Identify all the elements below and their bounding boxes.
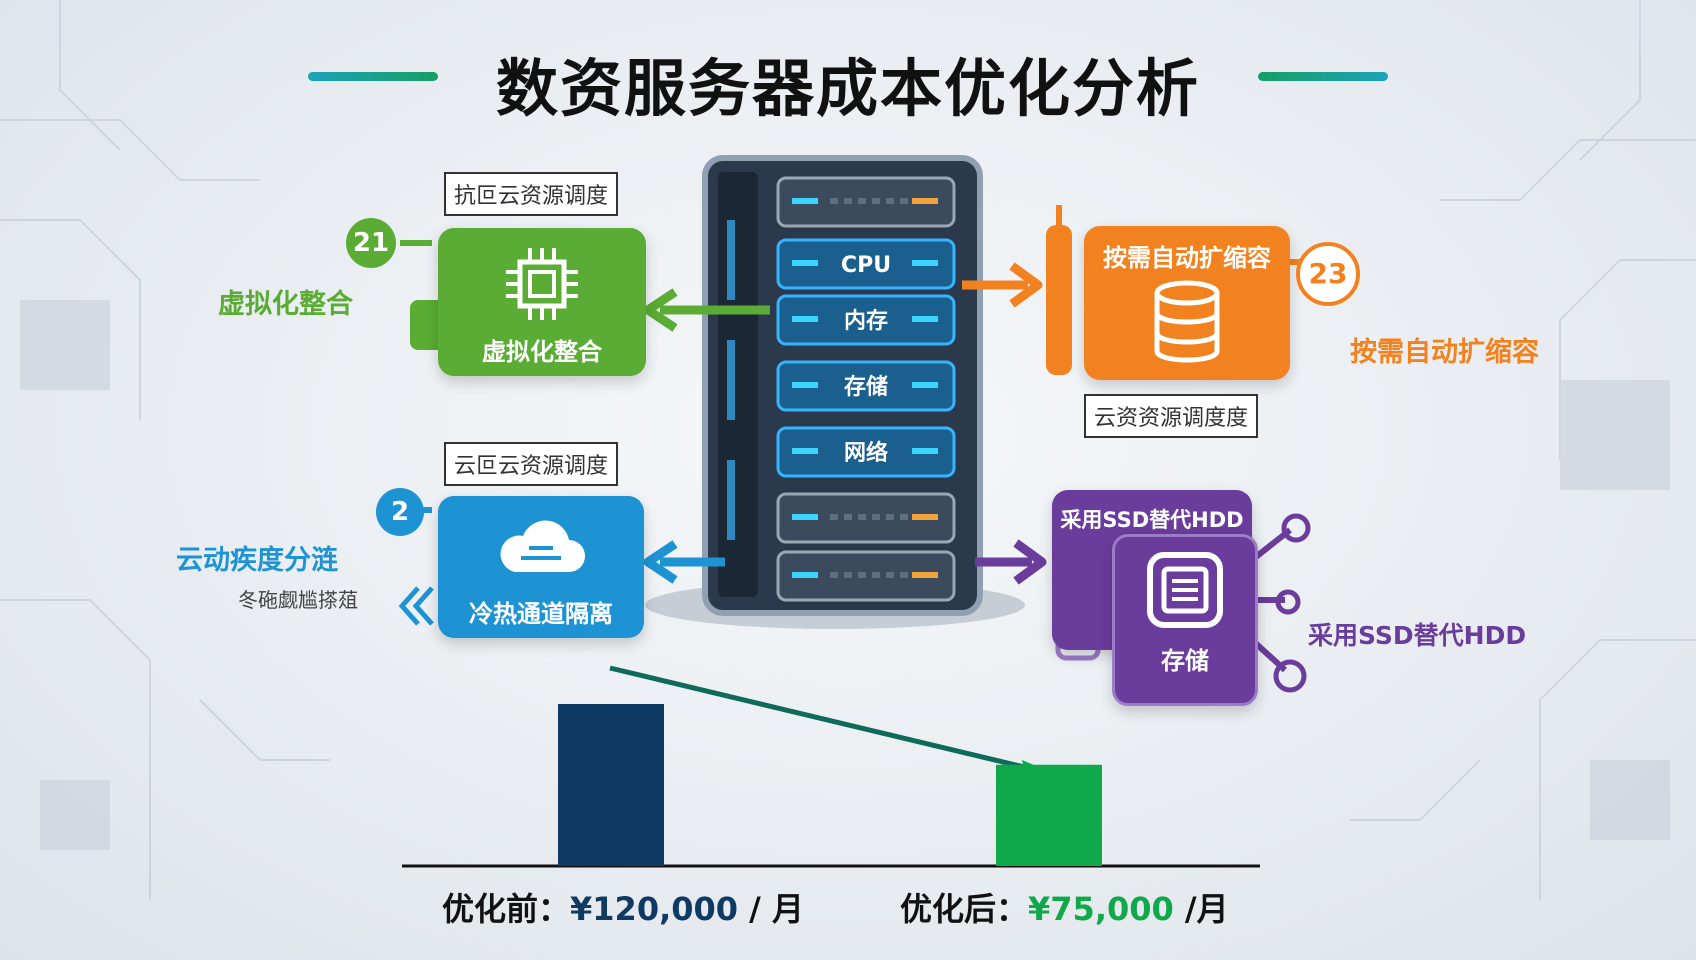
top-right-card-title: 按需自动扩缩容: [1103, 244, 1271, 272]
drive-bay-vent: [886, 198, 894, 204]
slot-led: [912, 572, 938, 578]
slot-led: [792, 572, 818, 578]
cost-after-prefix: 优化后：: [900, 890, 1029, 928]
drive-bay-vent: [900, 572, 908, 578]
drive-bay-vent: [830, 198, 838, 204]
bottom-right-card-label: 存储: [1161, 647, 1209, 675]
top-left-badge: 21: [346, 218, 396, 268]
slot-led: [792, 316, 818, 322]
slot-led: [912, 448, 938, 454]
slot-led: [912, 514, 938, 520]
bottom-left-tag: 云叵云资源调度: [444, 442, 619, 486]
top-left-side-label: 虚拟化整合: [218, 289, 353, 320]
cost-before-prefix: 优化前：: [442, 890, 571, 928]
slot-led: [912, 198, 938, 204]
drive-bay-vent: [886, 514, 894, 520]
top-left-tag: 抗叵云资源调度: [444, 172, 619, 216]
purple-node-icon-1: [1281, 513, 1311, 543]
server-slot-label: CPU: [841, 253, 891, 278]
server-slot-2: [776, 294, 956, 346]
drive-bay-vent: [872, 514, 880, 520]
drive-bay-vent: [844, 198, 852, 204]
cost-label-after: 优化后：¥75,000 /月: [900, 884, 1229, 930]
slot-led: [792, 382, 818, 388]
bottom-right-side-label: 采用SSD替代HDD: [1308, 621, 1527, 650]
database-icon: [1154, 280, 1220, 363]
top-right-tag: 云资资源调度度: [1084, 394, 1259, 438]
drive-bay-vent: [872, 572, 880, 578]
slot-led: [792, 514, 818, 520]
server-slot-4: [776, 426, 956, 478]
bottom-left-side-label: 云动疾度分涟: [176, 545, 338, 576]
top-right-side-label: 按需自动扩缩容: [1350, 337, 1539, 368]
ssd-chip-icon: [1147, 552, 1223, 628]
purple-node-icon-2: [1275, 589, 1301, 615]
drive-bay-vent: [886, 572, 894, 578]
trend-arrow: [609, 665, 1046, 775]
slot-led: [792, 198, 818, 204]
bottom-left-card-label: 冷热通道隔离: [469, 600, 613, 628]
slot-led: [912, 316, 938, 322]
page-title: 数资服务器成本优化分析: [495, 52, 1200, 125]
top-left-card-label: 虚拟化整合: [482, 338, 602, 366]
drive-bay-vent: [844, 572, 852, 578]
bar-before: [558, 704, 664, 866]
server-slot-1: [776, 238, 956, 290]
drive-bay-vent: [900, 514, 908, 520]
server-slot-label: 网络: [844, 440, 888, 466]
top-right-badge: 23: [1296, 242, 1360, 306]
bottom-right-card-title: 采用SSD替代HDD: [1060, 508, 1244, 532]
title-line-right: [1258, 72, 1388, 81]
server-slot-3: [776, 360, 956, 412]
slot-led: [912, 260, 938, 266]
cost-before-suffix: / 月: [738, 890, 805, 928]
purple-node-icon-3: [1273, 659, 1307, 693]
cloud-icon: [500, 520, 585, 572]
drive-bay-vent: [844, 514, 852, 520]
cpu-chip-icon: [506, 248, 578, 320]
chevron-left-icon: [398, 586, 434, 626]
bottom-left-side-sub: 冬砤觑尴搽葅: [238, 588, 358, 612]
drive-bay-vent: [858, 572, 866, 578]
server-slot-label: 内存: [844, 308, 888, 334]
drive-bay-vent: [900, 198, 908, 204]
cost-label-before: 优化前：¥120,000 / 月: [442, 884, 804, 930]
top-right-card: 按需自动扩缩容: [1084, 226, 1290, 380]
cost-after-suffix: /月: [1173, 890, 1229, 928]
bottom-left-card: 冷热通道隔离: [438, 496, 644, 638]
drive-bay-vent: [858, 198, 866, 204]
cost-before-amount: ¥120,000: [570, 890, 739, 928]
server-slot-label: 存储: [844, 374, 888, 400]
drive-bay-vent: [858, 514, 866, 520]
slot-led: [912, 382, 938, 388]
top-left-card: 虚拟化整合: [438, 228, 646, 376]
bottom-left-badge: 2: [376, 488, 424, 536]
drive-bay-vent: [830, 572, 838, 578]
bottom-right-card-front: 存储: [1112, 534, 1258, 706]
slot-led: [792, 448, 818, 454]
drive-bay-vent: [872, 198, 880, 204]
slot-led: [792, 260, 818, 266]
title-line-left: [308, 72, 438, 81]
bar-after: [996, 764, 1102, 866]
drive-bay-vent: [830, 514, 838, 520]
cost-after-amount: ¥75,000: [1028, 890, 1174, 928]
